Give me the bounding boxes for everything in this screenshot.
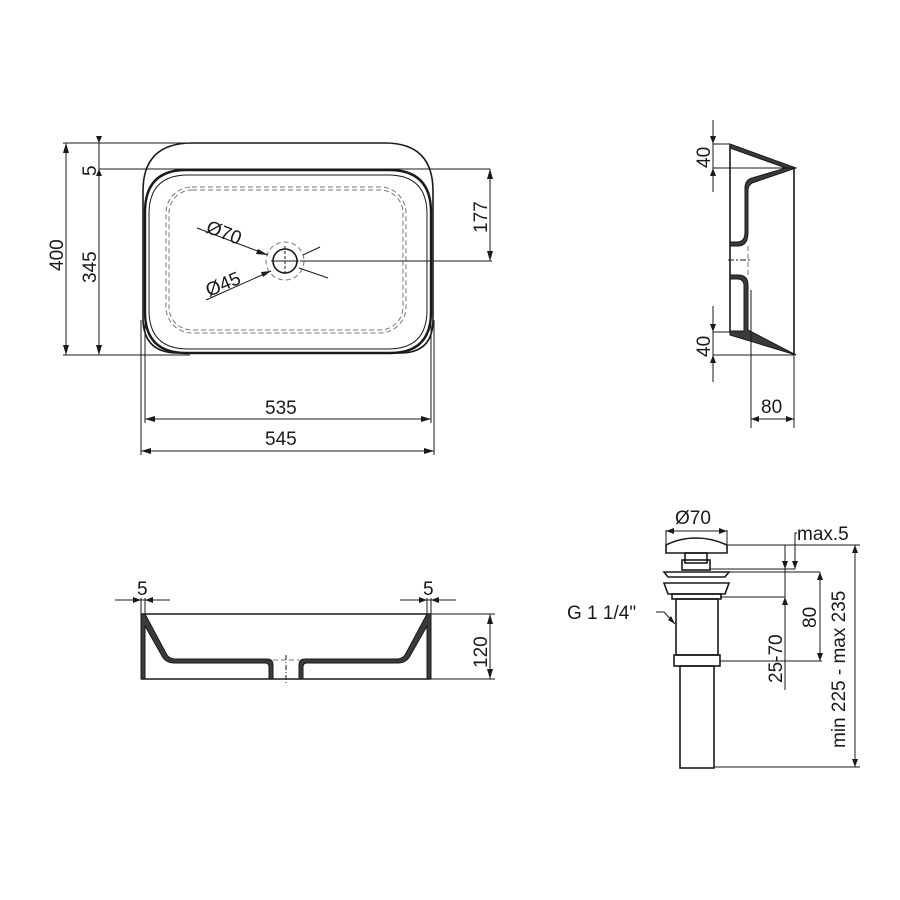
inner-width-label: 535 — [265, 398, 297, 419]
d70-leader — [196, 227, 269, 256]
arrow-icon — [256, 249, 268, 255]
arrow-icon — [424, 448, 434, 454]
side-shell-bottom — [729, 274, 797, 356]
cap-gap-label: max.5 — [797, 524, 849, 545]
inner-depth-label: 345 — [80, 251, 101, 283]
arrow-icon — [419, 597, 427, 603]
inner-bowl-outline — [143, 168, 433, 355]
d45-leader — [205, 270, 272, 301]
left-wall-label: 5 — [137, 579, 148, 600]
drain-cap — [665, 537, 728, 554]
drain-tail-pipe — [679, 665, 715, 769]
bottom-flare-label: 40 — [694, 336, 715, 357]
bowl-floor-dashed-inner — [168, 189, 404, 331]
bowl-floor-dashed — [165, 186, 407, 334]
arrow-icon — [817, 653, 823, 661]
arrow-icon — [141, 448, 151, 454]
section-shell-left — [140, 613, 274, 680]
rim-offset-label: 5 — [80, 165, 101, 176]
thread-label: G 1 1/4" — [567, 603, 636, 624]
arrow-icon — [719, 528, 727, 534]
drain-stem — [684, 552, 708, 564]
cap-diameter-label: Ø70 — [675, 508, 711, 529]
d70-leader-right — [302, 246, 321, 256]
arrow-icon — [96, 345, 102, 355]
arrow-icon — [666, 528, 674, 534]
arrow-icon — [133, 597, 141, 603]
leader-max5 — [794, 532, 797, 569]
clamp-range-label: 25-70 — [766, 634, 787, 683]
drain-stem-nut — [681, 559, 711, 571]
height-label: 120 — [471, 636, 492, 668]
arrow-icon — [668, 616, 675, 624]
body-height-label: 80 — [800, 607, 821, 628]
arrow-icon — [63, 345, 69, 355]
d45-leader-right — [298, 267, 329, 279]
overall-depth-label: 400 — [47, 239, 68, 271]
arrow-icon — [710, 324, 716, 332]
arrow-icon — [145, 597, 153, 603]
arrow-icon — [63, 143, 69, 153]
arrow-icon — [792, 561, 798, 569]
arrow-icon — [751, 416, 759, 422]
drain-outer-diameter-label: Ø70 — [203, 217, 244, 249]
side-shell-top — [729, 143, 798, 247]
inner-bowl-inner-line — [148, 174, 428, 350]
top-flare-label: 40 — [694, 147, 715, 168]
arrow-icon — [710, 168, 716, 176]
drain-threaded-body — [675, 598, 719, 656]
arrow-icon — [261, 271, 271, 277]
arrow-icon — [96, 169, 102, 176]
arrow-icon — [852, 545, 858, 553]
depth-label: 80 — [761, 397, 782, 418]
arrow-icon — [782, 597, 788, 605]
drain-lock-nut — [673, 654, 721, 667]
arrow-icon — [487, 169, 493, 179]
section-shell-right — [298, 613, 432, 680]
arrow-icon — [786, 416, 794, 422]
drain-inner-diameter-label: Ø45 — [203, 268, 244, 301]
arrow-icon — [710, 136, 716, 144]
drain-flange — [662, 571, 731, 578]
arrow-icon — [852, 759, 858, 767]
arrow-icon — [487, 669, 493, 679]
arrow-icon — [817, 572, 823, 580]
right-wall-label: 5 — [423, 579, 434, 600]
section-view: 5 5 120 — [115, 579, 495, 684]
arrow-icon — [96, 136, 102, 143]
side-view: 40 40 80 — [694, 120, 798, 428]
overall-width-label: 545 — [265, 429, 297, 450]
arrow-icon — [421, 416, 431, 422]
arrow-icon — [710, 355, 716, 363]
arrow-icon — [487, 614, 493, 624]
drain-upper-ring — [662, 582, 731, 595]
total-length-label: min 225 - max 235 — [829, 591, 850, 748]
top-view: Ø70 Ø45 400 5 345 177 535 — [47, 136, 493, 455]
arrow-icon — [431, 597, 439, 603]
drain-offset-label: 177 — [471, 201, 492, 233]
arrow-icon — [487, 251, 493, 261]
arrow-icon — [145, 416, 155, 422]
drain-fitting: Ø70 max.5 25-70 80 min 225 - max 235 G 1… — [567, 508, 860, 769]
arrow-icon — [782, 561, 788, 569]
